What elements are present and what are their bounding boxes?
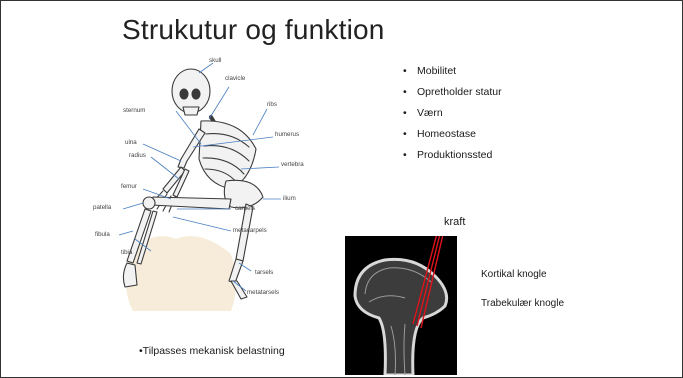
bullet-item: • Opretholder statur bbox=[403, 82, 502, 103]
cortical-bone-label: Kortikal knogle bbox=[481, 269, 547, 280]
bullet-dot: • bbox=[403, 61, 407, 82]
bullet-dot: • bbox=[403, 82, 407, 103]
label-femur: femur bbox=[121, 183, 137, 190]
label-clavicle: clavicle bbox=[225, 75, 245, 82]
label-metatarsels: metatarsels bbox=[247, 289, 279, 296]
label-ulna: ulna bbox=[125, 139, 137, 146]
label-radius: radius bbox=[129, 152, 146, 159]
bottom-note: •Tilpasses mekanisk belastning bbox=[139, 345, 285, 357]
trabecular-bone-label: Trabekulær knogle bbox=[481, 298, 564, 309]
label-tarsels: tarsels bbox=[255, 269, 273, 276]
bullet-dot: • bbox=[403, 103, 407, 124]
skeleton-drawing bbox=[81, 49, 311, 311]
label-humerus: humerus bbox=[275, 131, 299, 138]
label-vertebra: vertebra bbox=[281, 161, 304, 168]
bullet-text: Værn bbox=[417, 107, 443, 119]
bullet-dot: • bbox=[403, 124, 407, 145]
femur-xray-drawing bbox=[345, 236, 457, 375]
kraft-label: kraft bbox=[444, 216, 465, 228]
bullet-item: • Værn bbox=[403, 103, 502, 124]
femur-xray-image bbox=[345, 236, 457, 375]
bullet-text: Opretholder statur bbox=[417, 86, 502, 98]
label-ilium: ilium bbox=[283, 195, 296, 202]
label-skull: skull bbox=[209, 57, 221, 64]
label-fibula: fibula bbox=[95, 231, 110, 238]
label-sternum: sternum bbox=[123, 107, 145, 114]
bullet-dot: • bbox=[403, 145, 407, 166]
bullet-item: • Produktionssted bbox=[403, 145, 502, 166]
slide-title: Strukutur og funktion bbox=[122, 14, 385, 46]
skull-shape bbox=[172, 69, 210, 113]
label-metacarpels: metacarpels bbox=[233, 227, 267, 234]
label-carpels: carpels bbox=[235, 205, 255, 212]
label-tibia: tibia bbox=[121, 249, 132, 256]
bullet-item: • Mobilitet bbox=[403, 61, 502, 82]
label-patella: patella bbox=[93, 204, 111, 211]
bullet-text: Mobilitet bbox=[417, 65, 456, 77]
bullet-item: • Homeostase bbox=[403, 124, 502, 145]
bullet-text: Homeostase bbox=[417, 128, 476, 140]
bullet-list: • Mobilitet • Opretholder statur • Værn • Ho… bbox=[403, 61, 502, 166]
label-ribs: ribs bbox=[267, 101, 277, 108]
skeleton-illustration: skull clavicle sternum ribs humerus ulna… bbox=[81, 49, 311, 311]
bullet-text: Produktionssted bbox=[417, 149, 492, 161]
